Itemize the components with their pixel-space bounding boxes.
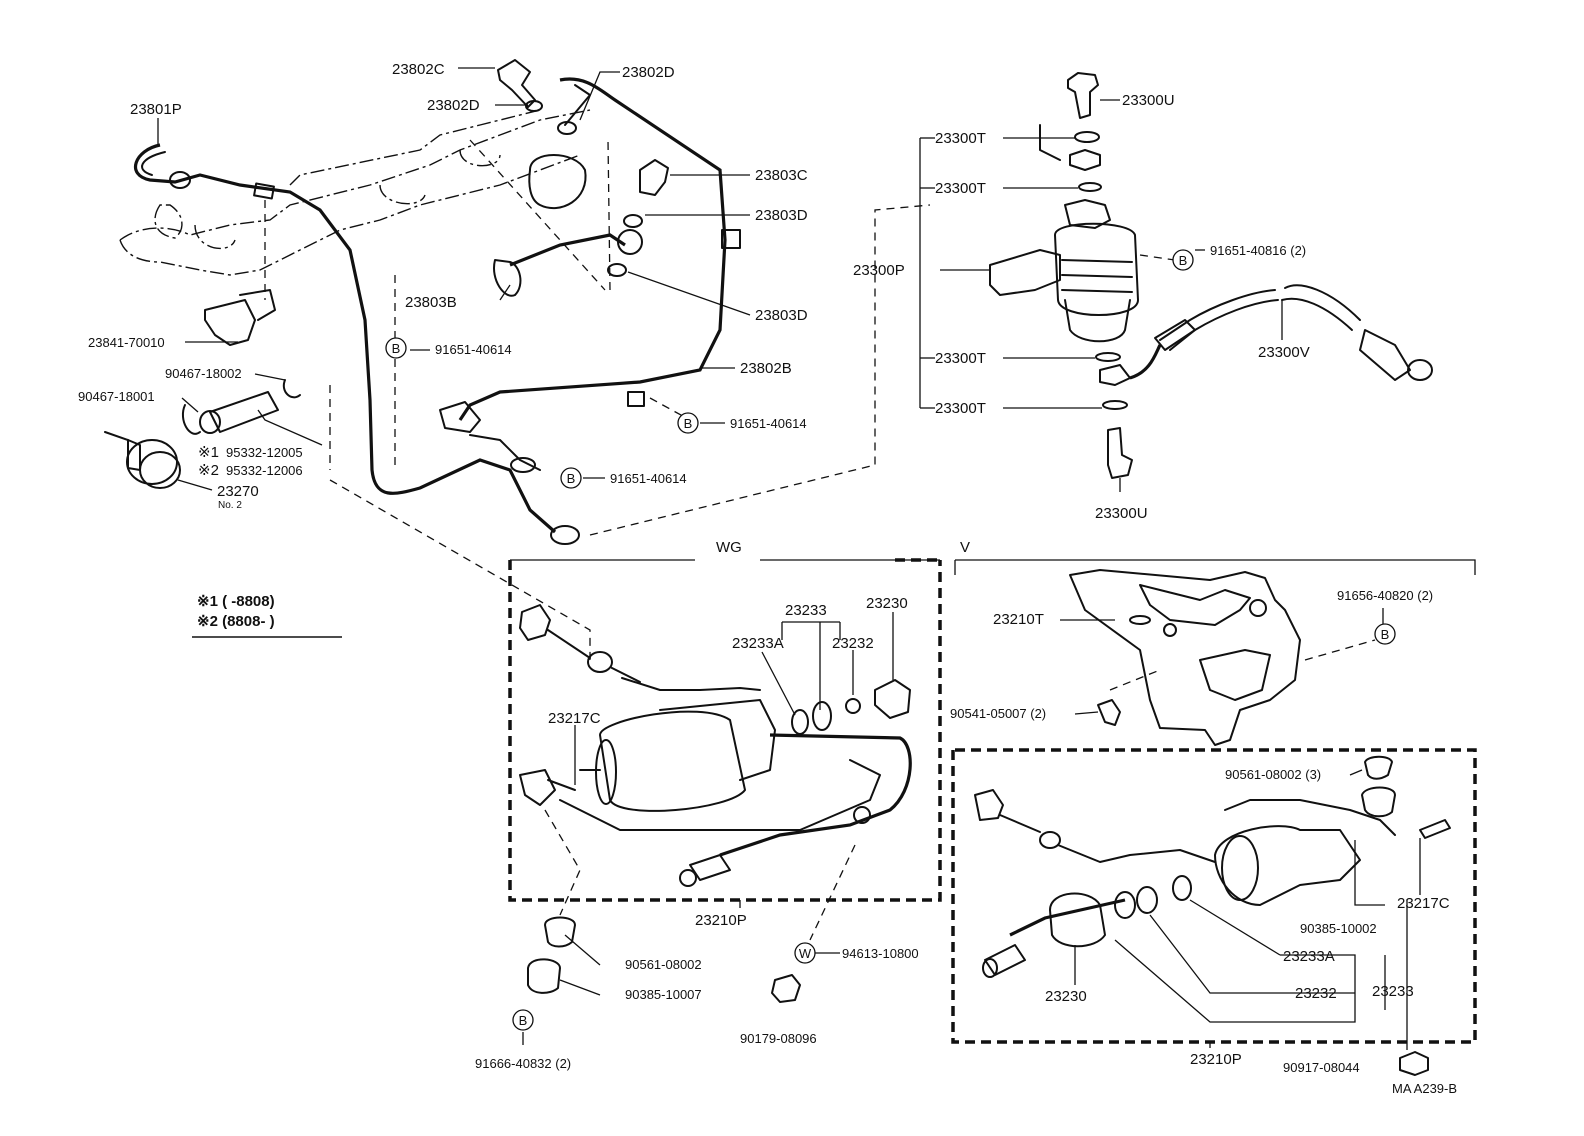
label-23300U: 23300U (1122, 92, 1175, 109)
label-90467-18002: 90467-18002 (165, 366, 242, 381)
wg-group: WG (508, 539, 942, 941)
label-23300T: 23300T (935, 180, 986, 197)
label-23300P: 23300P (853, 262, 905, 279)
label-90467-18001: 90467-18001 (78, 389, 155, 404)
label-23233A: 23233A (732, 635, 784, 652)
label-23217C: 23217C (548, 710, 601, 727)
label-23230: 23230 (866, 595, 908, 612)
label-91656-40820: 91656-40820 (2) (1337, 588, 1433, 603)
label-91666-40832: 91666-40832 (2) (475, 1056, 571, 1071)
mark-2: ※2 (198, 462, 219, 479)
callout-lines-left (157, 67, 751, 491)
v-group: V (951, 539, 1477, 1076)
label-90385-10007: 90385-10007 (625, 987, 702, 1002)
symbol-b-markers-filter: B (1172, 249, 1194, 271)
label-91651-40816: 91651-40816 (2) (1210, 243, 1306, 258)
w-symbol: W (799, 946, 812, 961)
label-90385-10002: 90385-10002 (1300, 921, 1377, 936)
label-23803D: 23803D (755, 307, 808, 324)
b-symbol: B (1381, 627, 1390, 642)
label-90541-05007: 90541-05007 (2) (950, 706, 1046, 721)
label-91651-40614: 91651-40614 (610, 471, 687, 486)
labels-v: 23210T 91656-40820 (2) 90541-05007 (2) 9… (950, 588, 1457, 1096)
symbol-b-markers-v: B (1374, 623, 1396, 645)
label-23210T: 23210T (993, 611, 1044, 628)
label-23210P: 23210P (1190, 1051, 1242, 1068)
label-23841-70010: 23841-70010 (88, 335, 165, 350)
label-23300T: 23300T (935, 400, 986, 417)
label-95332-12005: 95332-12005 (226, 445, 303, 460)
fuel-filter-assembly (989, 72, 1433, 479)
label-23270: 23270 (217, 483, 259, 500)
label-94613-10800: 94613-10800 (842, 946, 919, 961)
b-symbol: B (1179, 253, 1188, 268)
v-label: V (960, 539, 970, 556)
fuel-pipe-assembly (104, 59, 931, 660)
symbol-b-markers-left: B B B (385, 337, 699, 489)
legend-line-2: ※2 (8808- ) (197, 613, 275, 630)
b-symbol: B (392, 341, 401, 356)
label-90561-08002: 90561-08002 (625, 957, 702, 972)
label-91651-40614: 91651-40614 (435, 342, 512, 357)
wg-loose-parts: B W (512, 916, 816, 1031)
label-23300V: 23300V (1258, 344, 1310, 361)
label-23300U: 23300U (1095, 505, 1148, 522)
label-91651-40614: 91651-40614 (730, 416, 807, 431)
label-90561-08002-3: 90561-08002 (3) (1225, 767, 1321, 782)
mark-1: ※1 (198, 444, 219, 461)
label-23300T: 23300T (935, 130, 986, 147)
wg-label: WG (716, 539, 742, 556)
label-23233: 23233 (1372, 983, 1414, 1000)
legend-line-1: ※1 ( -8808) (197, 593, 275, 610)
b-symbol: B (567, 471, 576, 486)
label-95332-12006: 95332-12006 (226, 463, 303, 478)
callout-lines-v (1060, 608, 1421, 1050)
label-23803B: 23803B (405, 294, 457, 311)
label-23801P: 23801P (130, 101, 182, 118)
label-23233: 23233 (785, 602, 827, 619)
label-23802D: 23802D (427, 97, 480, 114)
label-23217C: 23217C (1397, 895, 1450, 912)
label-90917-08044: 90917-08044 (1283, 1060, 1360, 1075)
label-23270-sub: No. 2 (218, 500, 242, 511)
figure-code: MA A239-B (1392, 1081, 1457, 1096)
label-23803D: 23803D (755, 207, 808, 224)
labels-filter: 23300U 23300T 23300T 91651-40816 (2) 233… (853, 92, 1310, 522)
labels-left: 23802C 23802D 23802D 23801P 23803C 23803… (78, 61, 808, 511)
label-23232: 23232 (1295, 985, 1337, 1002)
label-23803C: 23803C (755, 167, 808, 184)
b-symbol: B (519, 1013, 528, 1028)
label-23233A: 23233A (1283, 948, 1335, 965)
label-23210P: 23210P (695, 912, 747, 929)
label-23802B: 23802B (740, 360, 792, 377)
label-23802C: 23802C (392, 61, 445, 78)
label-23300T: 23300T (935, 350, 986, 367)
callout-lines-wg (522, 612, 894, 1045)
label-23232: 23232 (832, 635, 874, 652)
label-23802D: 23802D (622, 64, 675, 81)
callout-lines-filter (919, 99, 1283, 492)
b-symbol: B (684, 416, 693, 431)
legend: ※1 ( -8808) ※2 (8808- ) (192, 593, 342, 638)
label-90179-08096: 90179-08096 (740, 1031, 817, 1046)
label-23230: 23230 (1045, 988, 1087, 1005)
labels-wg: 23233 23230 23233A 23232 23217C 23210P 9… (475, 595, 919, 1071)
